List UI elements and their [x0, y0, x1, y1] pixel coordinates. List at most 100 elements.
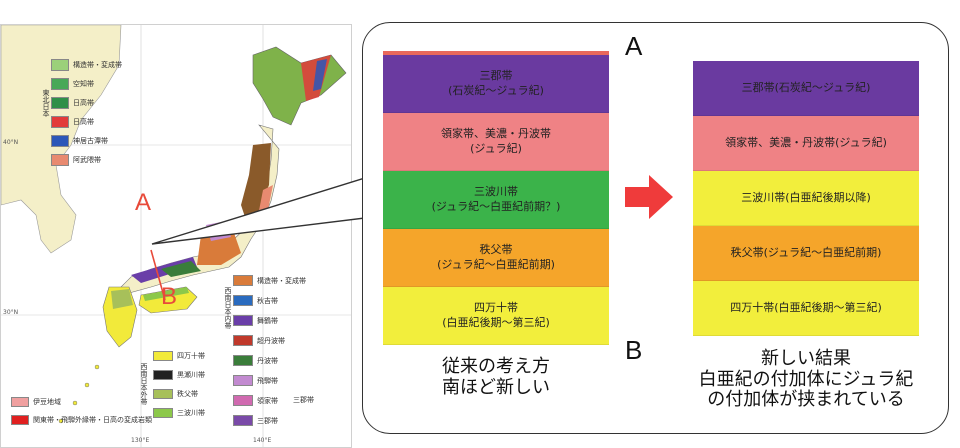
- legend-bottom-right-swatch: [233, 295, 253, 306]
- legend-top-label: 空知帯: [73, 80, 94, 88]
- cross-section-line: [150, 249, 166, 301]
- legend-top-label: 日高帯: [73, 118, 94, 126]
- legend-footer-item: 伊豆地域: [11, 397, 61, 407]
- tick-lon-130: 130°E: [131, 437, 150, 444]
- legend-bottom-left-item: 秩父帯: [153, 389, 198, 399]
- legend-footer-label: 伊豆地域: [33, 398, 61, 406]
- legend-top-swatch: [51, 116, 69, 128]
- old-belt-text: (白亜紀後期〜第三紀): [442, 315, 550, 329]
- legend-bottom-right-swatch: [233, 375, 253, 386]
- caption-new-line-3: の付加体が挟まれている: [707, 389, 905, 411]
- legend-bottom-left-label: 四万十帯: [177, 352, 205, 360]
- legend-top-item: 神居古潭帯: [51, 135, 108, 147]
- old-belt-text: 四万十帯: [474, 300, 518, 314]
- inner-zone-green: [161, 261, 201, 277]
- section-label-b: B: [625, 335, 643, 365]
- legend-top-swatch: [51, 135, 69, 147]
- legend-footer-swatch: [11, 415, 29, 425]
- legend-bottom-right-item: 超丹波帯: [233, 335, 285, 346]
- new-belt-block: 領家帯、美濃・丹波帯(ジュラ紀): [693, 116, 919, 171]
- legend-bottom-right-item: 秋吉帯: [233, 295, 278, 306]
- legend-bottom-right-label: 丹波帯: [257, 356, 278, 365]
- new-belt-block: 四万十帯(白亜紀後期〜第三紀): [693, 281, 919, 336]
- caption-new-line-1: 新しい結果: [761, 348, 851, 369]
- legend-top-swatch: [51, 97, 69, 109]
- old-belt-block: 三郡帯(石炭紀〜ジュラ紀): [383, 55, 609, 113]
- ryukyu-islands: [58, 364, 100, 424]
- tick-lon-140: 140°E: [253, 437, 272, 444]
- old-belt-block: 四万十帯(白亜紀後期〜第三紀): [383, 287, 609, 345]
- new-belt-text: 秩父帯(ジュラ紀〜白亜紀前期): [730, 245, 882, 259]
- old-belt-text: (ジュラ紀〜白亜紀前期？): [431, 199, 561, 213]
- legend-bottom-right-label: 飛騨帯: [257, 376, 278, 385]
- caption-new: 新しい結果 白亜紀の付加体にジュラ紀 の付加体が挟まれている: [663, 348, 949, 411]
- legend-bottom-right-label: 秋吉帯: [257, 296, 278, 305]
- legend-top-label: 阿武隈帯: [73, 156, 101, 164]
- comparison-frame: 三郡帯(石炭紀〜ジュラ紀)領家帯、美濃・丹波帯(ジュラ紀)三波川帯(ジュラ紀〜白…: [362, 22, 949, 434]
- section-label-a: A: [625, 31, 643, 61]
- old-belt-text: 三郡帯: [479, 68, 513, 82]
- legend-bottom-right-swatch: [233, 395, 253, 406]
- legend-bottom-right-label: 構造帯・変成帯: [257, 276, 306, 285]
- legend-northeast-group-label: 東北日本: [42, 89, 50, 117]
- new-belt-block: 三波川帯(白亜紀後期以降): [693, 171, 919, 226]
- legend-bottom-left-swatch: [153, 389, 173, 399]
- legend-bottom-right-swatch: [233, 275, 253, 286]
- old-belt-text: 領家帯、美濃・丹波帯: [441, 126, 551, 140]
- kyushu-chichibu-belt: [111, 289, 133, 309]
- new-belt-block: 秩父帯(ジュラ紀〜白亜紀前期): [693, 226, 919, 281]
- legend-top-item: 日高帯: [51, 97, 94, 109]
- legend-bottom-right-item: 構造帯・変成帯: [233, 275, 306, 286]
- legend-top-item: 日高帯: [51, 116, 94, 128]
- old-interpretation-column: 三郡帯(石炭紀〜ジュラ紀)領家帯、美濃・丹波帯(ジュラ紀)三波川帯(ジュラ紀〜白…: [383, 55, 609, 345]
- shikoku-sanbagawa-belt: [143, 287, 189, 301]
- legend-bottom-left-label: 秩父帯: [177, 390, 198, 398]
- legend-bottom-left-swatch: [153, 370, 173, 380]
- legend-bottom-right-label: 舞鶴帯: [257, 316, 278, 325]
- legend-bottom-right-swatch: [233, 415, 253, 426]
- legend-top-swatch: [51, 78, 69, 90]
- new-belt-text: 四万十帯(白亜紀後期〜第三紀): [730, 300, 882, 314]
- legend-top-item: 構造帯・変成帯: [51, 59, 122, 71]
- legend-bottom-left-item: 三波川帯: [153, 408, 205, 418]
- old-belt-text: 秩父帯: [479, 242, 513, 256]
- new-belt-text: 三波川帯(白亜紀後期以降): [741, 190, 871, 204]
- old-column-top-edge: [383, 51, 609, 55]
- new-result-column: 三郡帯(石炭紀〜ジュラ紀) 領家帯、美濃・丹波帯(ジュラ紀) 三波川帯(白亜紀後期以…: [693, 61, 919, 336]
- legend-bottom-right-item: 飛騨帯: [233, 375, 278, 386]
- legend-bottom-right-swatch: [233, 355, 253, 366]
- old-belt-text: (ジュラ紀): [470, 141, 522, 155]
- legend-inner-zone-extra: 三郡帯: [293, 396, 314, 404]
- tick-lat-40: 40°N: [3, 139, 19, 146]
- caption-new-line-2: 白亜紀の付加体にジュラ紀: [698, 368, 914, 390]
- tick-lat-30: 30°N: [3, 309, 19, 316]
- right-arrow-icon: [625, 175, 673, 219]
- caption-old: 従来の考え方 南ほど新しい: [383, 356, 609, 398]
- legend-top-swatch: [51, 59, 69, 71]
- new-belt-text: 領家帯、美濃・丹波帯(ジュラ紀): [725, 135, 887, 149]
- legend-bottom-right-swatch: [233, 315, 253, 326]
- legend-bottom-right-label: 三郡帯: [257, 416, 278, 425]
- legend-bottom-right-label: 領家帯: [257, 396, 278, 405]
- old-belt-text: (ジュラ紀〜白亜紀前期): [437, 257, 555, 271]
- map-label-b: B: [161, 283, 178, 310]
- legend-top-label: 神居古潭帯: [73, 137, 108, 145]
- legend-footer-swatch: [11, 397, 29, 407]
- new-belt-block: 三郡帯(石炭紀〜ジュラ紀): [693, 61, 919, 116]
- caption-old-line-1: 従来の考え方: [442, 356, 550, 377]
- legend-bottom-left-label: 三波川帯: [177, 409, 205, 417]
- legend-bottom-left-swatch: [153, 408, 173, 418]
- legend-top-item: 空知帯: [51, 78, 94, 90]
- legend-bottom-right-label: 超丹波帯: [257, 336, 285, 345]
- old-belt-block: 秩父帯(ジュラ紀〜白亜紀前期): [383, 229, 609, 287]
- new-belt-text: 三郡帯(石炭紀〜ジュラ紀): [741, 80, 871, 94]
- legend-top-label: 構造帯・変成帯: [73, 61, 122, 69]
- legend-bottom-left-item: 黒瀬川帯: [153, 370, 205, 380]
- old-belt-text: (石炭紀〜ジュラ紀): [448, 83, 544, 97]
- legend-bottom-right-item: 丹波帯: [233, 355, 278, 366]
- legend-top-label: 日高帯: [73, 99, 94, 107]
- hokkaido-kamuikotan-belt: [313, 59, 327, 91]
- legend-footer-label: 関東帯・飛騨外縁帯・日高の変成岩類: [33, 416, 152, 424]
- legend-bottom-left-label: 黒瀬川帯: [177, 371, 205, 379]
- legend-footer-item: 関東帯・飛騨外縁帯・日高の変成岩類: [11, 415, 152, 425]
